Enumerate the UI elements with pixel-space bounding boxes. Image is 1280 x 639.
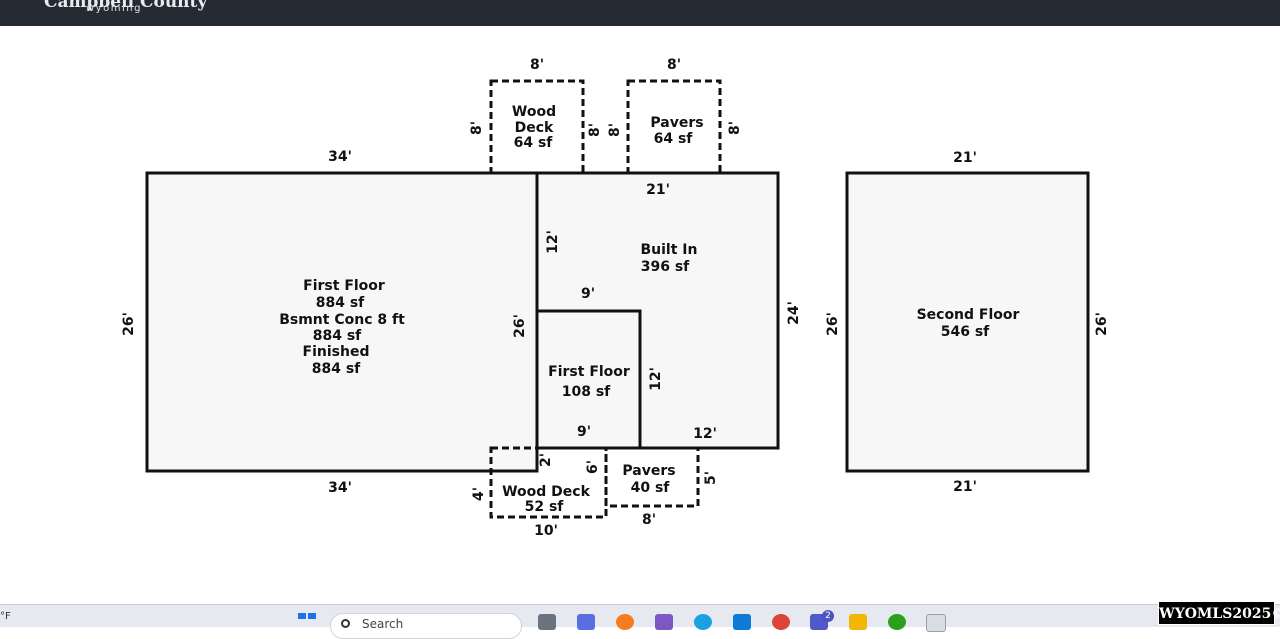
- search-icon: [341, 619, 350, 628]
- file-icon[interactable]: [538, 614, 556, 630]
- dim-pavers-top-right: 8': [727, 121, 743, 135]
- label-pavers-bottom-2: 40 sf: [631, 480, 671, 496]
- label-second-floor-2: 546 sf: [941, 324, 990, 340]
- taskbar-search-input[interactable]: Search: [330, 613, 522, 639]
- dim-second-right: 26': [1094, 312, 1110, 336]
- label-wood-deck-top-1: Wood: [512, 104, 556, 120]
- dim-pavers-top-left: 8': [607, 123, 623, 137]
- dim-main-top: 34': [328, 149, 352, 165]
- label-second-floor-1: Second Floor: [917, 307, 1020, 323]
- website-header: Campbell County wyoming: [0, 0, 1280, 26]
- room-wood-deck-top: [489, 79, 585, 175]
- dim-pavers-top-width: 8': [667, 57, 681, 73]
- dim-second-left: 26': [825, 312, 841, 336]
- edge-icon[interactable]: [694, 614, 712, 630]
- dim-main-bottom: 34': [328, 480, 352, 496]
- label-first-floor-main-1: First Floor: [303, 278, 385, 294]
- dim-deck-top-left: 8': [469, 121, 485, 135]
- label-wood-deck-bottom-1: Wood Deck: [502, 484, 590, 500]
- label-pavers-bottom-1: Pavers: [622, 463, 675, 479]
- dim-pavers-bottom-right: 5': [703, 471, 719, 485]
- room-second-floor: [845, 171, 1090, 473]
- dim-deck-bottom-inner-left: 2': [538, 453, 554, 467]
- copilot-icon[interactable]: [577, 614, 595, 630]
- notepad-icon[interactable]: [926, 614, 946, 632]
- dim-deck-bottom-width: 10': [534, 523, 558, 539]
- copilot-app-icon[interactable]: [655, 614, 673, 630]
- label-first-floor-main-3: Bsmnt Conc 8 ft: [279, 312, 405, 328]
- brand-logo-title[interactable]: Campbell County: [44, 0, 208, 12]
- dim-small-right: 12': [648, 367, 664, 391]
- dim-deck-top-width: 8': [530, 57, 544, 73]
- dim-deck-bottom-left: 4': [471, 487, 487, 501]
- label-built-in-1: Built In: [641, 242, 698, 258]
- dim-builtin-right: 24': [786, 301, 802, 325]
- dim-small-top: 9': [581, 286, 595, 302]
- label-first-floor-main-4: 884 sf: [313, 328, 362, 344]
- teams-notification-badge: 2: [822, 610, 834, 622]
- label-pavers-top-1: Pavers: [650, 115, 703, 131]
- room-first-floor-small: [535, 309, 642, 450]
- dim-pavers-bottom-width: 8': [642, 512, 656, 528]
- dim-builtin-bottom-right: 12': [693, 426, 717, 442]
- dim-builtin-left: 12': [545, 230, 561, 254]
- floor-plan-sketch: First Floor 884 sf Bsmnt Conc 8 ft 884 s…: [121, 57, 1110, 539]
- dim-deck-top-right: 8': [587, 123, 603, 137]
- dim-main-right: 26': [512, 314, 528, 338]
- label-first-floor-main-6: 884 sf: [312, 361, 361, 377]
- weather-temperature[interactable]: °F: [0, 611, 11, 622]
- label-first-floor-main-2: 884 sf: [316, 295, 365, 311]
- folder-icon[interactable]: [849, 614, 867, 630]
- search-placeholder: Search: [362, 617, 404, 631]
- dim-deck-bottom-right: 6': [585, 460, 601, 474]
- dim-second-bottom: 21': [953, 479, 977, 495]
- brand-logo-subtitle: wyoming: [86, 3, 142, 14]
- label-first-floor-main-5: Finished: [303, 344, 370, 360]
- room-pavers-top: [626, 79, 722, 175]
- label-wood-deck-top-2: Deck: [515, 120, 554, 136]
- dim-builtin-top: 21': [646, 182, 670, 198]
- dim-second-top: 21': [953, 150, 977, 166]
- dim-small-bottom: 9': [577, 424, 591, 440]
- start-icon[interactable]: [298, 613, 316, 627]
- mls-watermark: WYOMLS2025©: [1158, 601, 1280, 625]
- windows-taskbar: °F Search 2: [0, 604, 1280, 639]
- label-wood-deck-bottom-2: 52 sf: [525, 499, 565, 515]
- store-icon[interactable]: [733, 614, 751, 630]
- chrome-icon[interactable]: [772, 614, 790, 630]
- label-wood-deck-top-3: 64 sf: [514, 135, 554, 151]
- dim-main-left: 26': [121, 312, 137, 336]
- label-first-floor-small-2: 108 sf: [562, 384, 611, 400]
- label-pavers-top-2: 64 sf: [654, 131, 694, 147]
- label-built-in-2: 396 sf: [641, 259, 690, 275]
- label-first-floor-small-1: First Floor: [548, 364, 630, 380]
- quickbooks-icon[interactable]: [888, 614, 906, 630]
- firefox-icon[interactable]: [616, 614, 634, 630]
- room-pavers-bottom: [604, 446, 700, 508]
